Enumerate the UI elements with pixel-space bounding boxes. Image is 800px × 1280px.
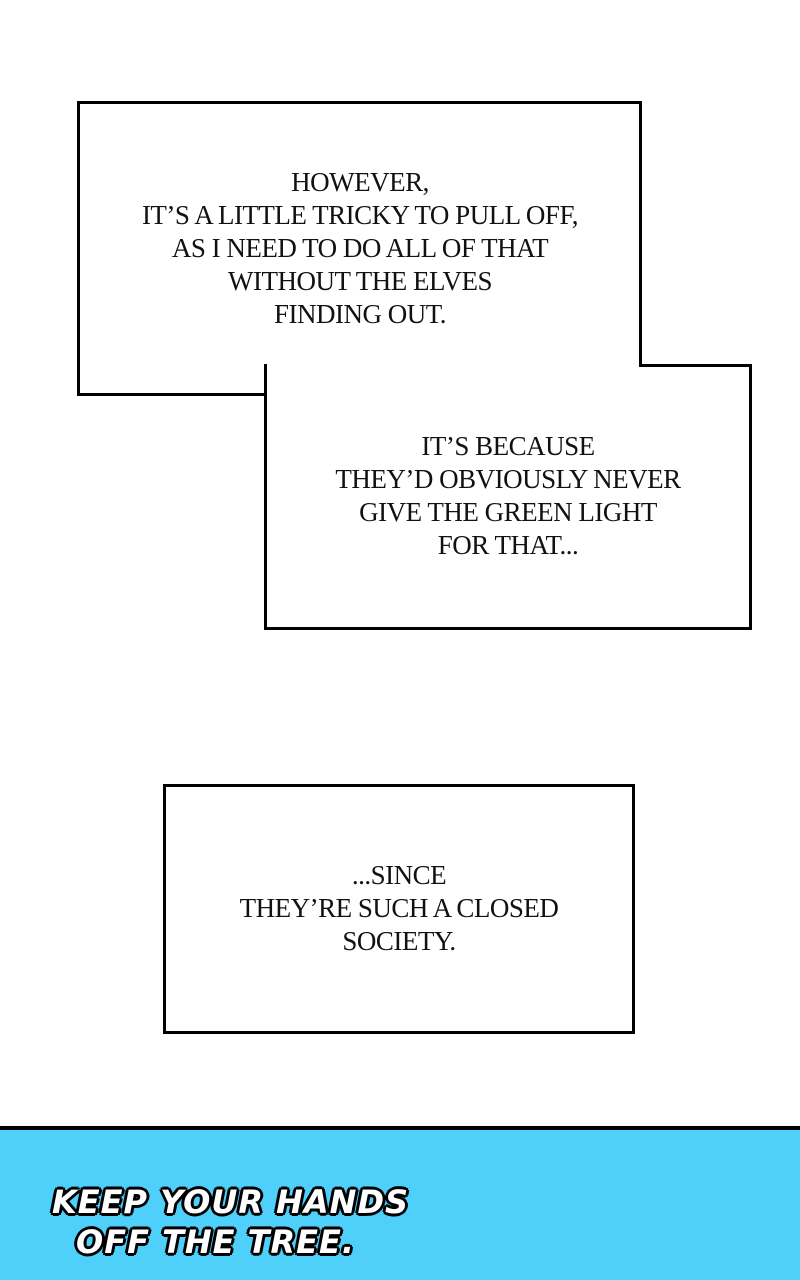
caption-text-1: HOWEVER, IT’S A LITTLE TRICKY TO PULL OF… [80,166,640,331]
caption-box-3 [163,784,635,1034]
caption-2-line-3: GIVE THE GREEN LIGHT [359,497,657,527]
banner-title-line-1: KEEP YOUR HANDS [52,1183,410,1221]
caption-2-line-1: IT’S BECAUSE [421,431,595,461]
caption-3-line-3: SOCIETY. [342,926,456,956]
caption-1-line-2: IT’S A LITTLE TRICKY TO PULL OFF, [141,200,579,230]
caption-text-3: ...SINCE THEY’RE SUCH A CLOSED SOCIETY. [166,859,632,958]
caption-3-line-1: ...SINCE [351,860,447,890]
caption-text-2: IT’S BECAUSE THEY’D OBVIOUSLY NEVER GIVE… [268,430,748,562]
caption-3-line-2: THEY’RE SUCH A CLOSED [239,893,559,923]
caption-box-join [267,364,639,393]
caption-1-line-5: FINDING OUT. [274,299,446,329]
caption-1-line-3: AS I NEED TO DO ALL OF THAT [171,233,549,263]
banner-title-line-2: OFF THE TREE. [76,1223,356,1261]
title-banner: KEEP YOUR HANDS OFF THE TREE. [0,1126,800,1280]
caption-2-line-4: FOR THAT... [437,530,579,560]
caption-box-1 [77,101,642,396]
caption-2-line-2: THEY’D OBVIOUSLY NEVER [335,464,681,494]
caption-1-line-4: WITHOUT THE ELVES [228,266,492,296]
caption-1-line-1: HOWEVER, [291,167,429,197]
caption-box-2 [264,364,752,630]
